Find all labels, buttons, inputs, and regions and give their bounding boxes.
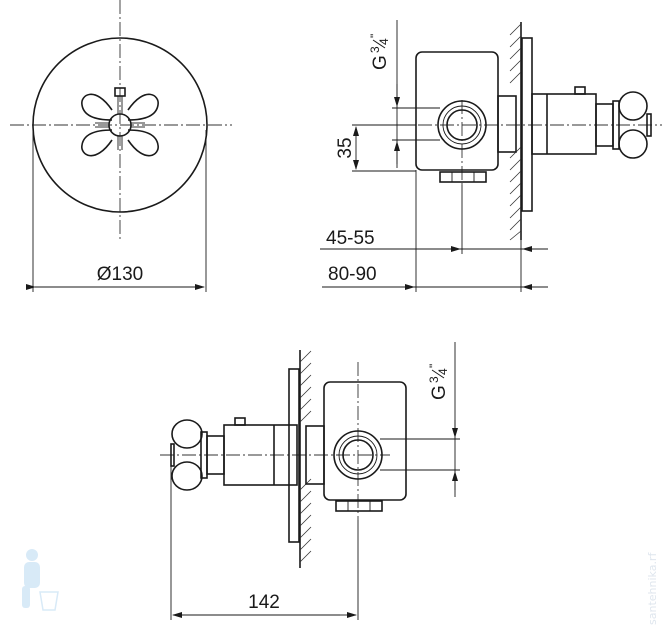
- svg-text:4: 4: [377, 38, 391, 45]
- svg-text:": ": [368, 34, 382, 38]
- thread-label-bottom: G: [429, 385, 450, 400]
- svg-text:3: 3: [427, 376, 441, 383]
- svg-text:": ": [427, 364, 441, 368]
- depth-label-80-90: 80-90: [328, 264, 377, 285]
- length-label: 142: [248, 592, 280, 613]
- plumber-icon: [22, 549, 59, 611]
- depth-label-45-55: 45-55: [326, 228, 375, 249]
- valve-body-bottom: [323, 381, 407, 501]
- thread-label-top: G: [370, 55, 391, 70]
- side-view-bottom: G 3 4 " 142: [160, 342, 460, 620]
- svg-text:4: 4: [436, 368, 450, 375]
- front-view: Ø130: [10, 0, 232, 292]
- handle-side-icon: [612, 91, 652, 159]
- bottom-outlet: [439, 171, 487, 183]
- side-view-top: G 3 4 " 35 45-55 80-90: [320, 20, 662, 292]
- escutcheon-plate-bottom: [288, 368, 300, 543]
- offset-label: 35: [335, 137, 356, 158]
- svg-text:3: 3: [368, 46, 382, 53]
- handle-side-icon-bottom: [170, 419, 208, 491]
- cross-handle-icon: [81, 87, 159, 157]
- diameter-label: Ø130: [97, 264, 143, 285]
- escutcheon-circle: [32, 37, 208, 213]
- outlet-port: [437, 100, 487, 150]
- watermark-text: santehnika.rf: [646, 552, 659, 625]
- escutcheon-plate: [521, 37, 533, 212]
